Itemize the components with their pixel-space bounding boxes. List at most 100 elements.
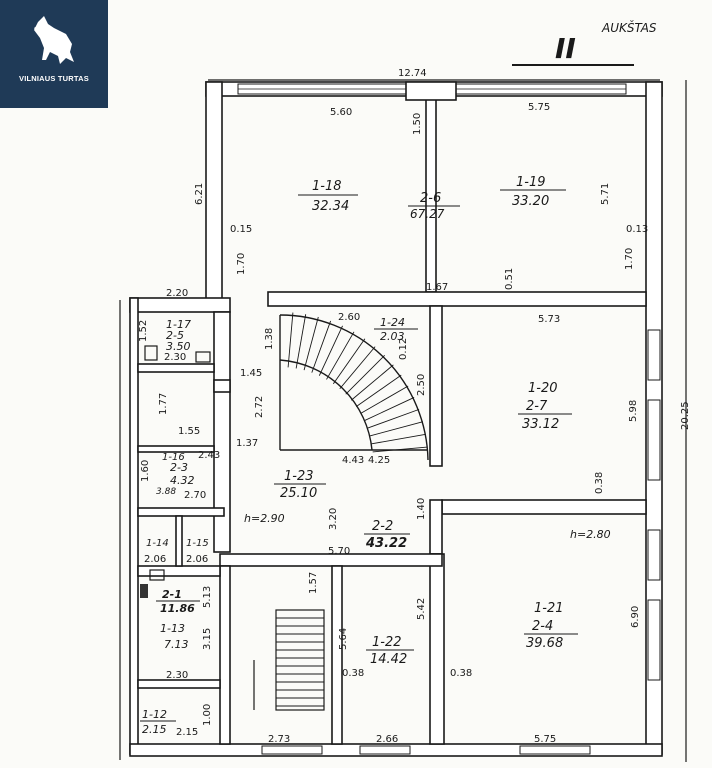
svg-text:67.27: 67.27 bbox=[410, 207, 445, 221]
dim-1-20-width: 5.73 bbox=[538, 314, 560, 325]
floor-marker: II bbox=[555, 32, 576, 65]
svg-text:3.50: 3.50 bbox=[166, 340, 191, 353]
dim-1-21-width: 5.75 bbox=[534, 734, 556, 745]
dim-corr-1: 1.45 bbox=[240, 368, 262, 379]
svg-text:1-24: 1-24 bbox=[380, 316, 405, 329]
svg-text:11.86: 11.86 bbox=[160, 602, 195, 615]
dim-closet-w: 1.55 bbox=[178, 426, 200, 437]
dim-stair-right: 2.50 bbox=[416, 374, 427, 396]
svg-text:33.20: 33.20 bbox=[512, 194, 549, 209]
stair-tread bbox=[326, 331, 355, 380]
svg-text:2-6: 2-6 bbox=[420, 191, 441, 206]
dim-kitchen-h2: 3.15 bbox=[202, 628, 213, 650]
svg-text:1-17: 1-17 bbox=[166, 318, 191, 331]
stair-tread bbox=[339, 346, 376, 390]
dim-1-18-upper: 1.50 bbox=[412, 113, 423, 135]
dim-stair-left-width: 2.20 bbox=[166, 288, 188, 299]
room-1-16: 1-16 2-3 4.32 3.88 bbox=[156, 452, 195, 497]
dim-hall-mid: 3.20 bbox=[328, 508, 339, 530]
dim-1-16-h: 1.60 bbox=[140, 460, 151, 482]
svg-text:39.68: 39.68 bbox=[526, 636, 563, 651]
dim-right-height: 20.25 bbox=[680, 401, 691, 430]
room-2-1: 2-1 11.86 bbox=[156, 588, 200, 615]
svg-text:1-21: 1-21 bbox=[534, 601, 564, 616]
dim-mid-door-2: 0.51 bbox=[504, 268, 515, 290]
dim-1-22-w: 2.66 bbox=[376, 734, 398, 745]
svg-text:1-18: 1-18 bbox=[312, 179, 342, 194]
dim-closet-h: 1.77 bbox=[158, 393, 169, 415]
dim-1-20-corner: 0.38 bbox=[594, 472, 605, 494]
dim-stair-width: 2.60 bbox=[338, 312, 360, 323]
dim-hall-right: 1.40 bbox=[416, 498, 427, 520]
meter-icon bbox=[140, 584, 148, 598]
stair-tread bbox=[311, 320, 332, 373]
svg-text:2.03: 2.03 bbox=[380, 330, 405, 343]
svg-text:3.88: 3.88 bbox=[156, 487, 176, 497]
svg-text:2-5: 2-5 bbox=[166, 329, 184, 342]
dim-1-22-left: 0.38 bbox=[342, 668, 364, 679]
svg-text:7.13: 7.13 bbox=[164, 638, 189, 651]
dim-wc-1-15: 2.06 bbox=[186, 554, 208, 565]
dim-kitchen-w: 2.30 bbox=[166, 670, 188, 681]
svg-text:32.34: 32.34 bbox=[312, 199, 349, 214]
svg-text:1-20: 1-20 bbox=[528, 381, 558, 396]
room-1-21: 1-21 2-4 39.68 bbox=[524, 601, 578, 651]
dim-1-18-left: 0.15 bbox=[230, 224, 252, 235]
stair-tread bbox=[367, 408, 420, 429]
sink-icon bbox=[195, 351, 211, 363]
dim-corr-height: 1.38 bbox=[264, 328, 275, 350]
svg-text:2-4: 2-4 bbox=[532, 619, 553, 634]
dim-1-21-height: 6.90 bbox=[630, 606, 641, 628]
stair-tread bbox=[364, 397, 415, 422]
svg-text:1-23: 1-23 bbox=[284, 469, 314, 484]
stair-tread bbox=[372, 446, 428, 453]
room-1-24: 1-24 2.03 bbox=[374, 316, 418, 343]
svg-text:1-12: 1-12 bbox=[142, 708, 167, 721]
dim-1-19-width: 5.75 bbox=[528, 102, 550, 113]
room-1-23: 1-23 25.10 bbox=[274, 469, 326, 501]
stair-tread bbox=[345, 355, 385, 395]
svg-text:1-15: 1-15 bbox=[186, 538, 209, 549]
svg-text:25.10: 25.10 bbox=[280, 486, 317, 501]
dim-stair2-w: 2.73 bbox=[268, 734, 290, 745]
stair-tread bbox=[332, 338, 366, 385]
dim-1-22-h2: 5.42 bbox=[416, 598, 427, 620]
dim-1-18-width: 5.60 bbox=[330, 107, 352, 118]
dim-1-19-height: 5.71 bbox=[600, 183, 611, 205]
room-1-13: 1-13 7.13 bbox=[160, 622, 189, 651]
dim-stair-bottom: 4.43 bbox=[342, 455, 364, 466]
room-1-12: 1-12 2.15 bbox=[140, 708, 176, 736]
stair-tread bbox=[360, 385, 409, 414]
floor-text: AUKŠTAS bbox=[601, 20, 657, 35]
dim-1-21-left: 0.38 bbox=[450, 668, 472, 679]
room-2-6: 2-6 67.27 bbox=[408, 191, 460, 221]
room-1-21-height-label: h=2.80 bbox=[570, 528, 611, 541]
svg-text:1-22: 1-22 bbox=[372, 635, 402, 650]
room-1-20: 1-20 2-7 33.12 bbox=[518, 381, 572, 432]
stair-tread bbox=[369, 421, 424, 437]
dim-1-16-w2: 2.70 bbox=[184, 490, 206, 501]
dim-wc-width: 2.30 bbox=[164, 352, 186, 363]
svg-text:2-1: 2-1 bbox=[162, 588, 182, 601]
hall-height: h=2.90 bbox=[244, 512, 285, 525]
dim-mid-door: 1.67 bbox=[426, 282, 448, 293]
svg-text:43.22: 43.22 bbox=[365, 536, 407, 551]
company-logo: VILNIAUS TURTAS bbox=[0, 0, 108, 108]
dim-1-12-w: 2.15 bbox=[176, 727, 198, 738]
room-1-15: 1-15 bbox=[186, 538, 209, 549]
left-wall bbox=[129, 297, 139, 755]
interior-walls bbox=[137, 81, 647, 745]
svg-text:2-7: 2-7 bbox=[526, 399, 548, 414]
stair-tread bbox=[350, 364, 394, 401]
left-step-wall bbox=[129, 297, 231, 313]
dim-hall-bottom: 5.70 bbox=[328, 546, 350, 557]
svg-text:2-3: 2-3 bbox=[170, 461, 188, 474]
svg-text:14.42: 14.42 bbox=[370, 652, 407, 667]
room-1-14: 1-14 bbox=[146, 538, 169, 549]
svg-text:1-14: 1-14 bbox=[146, 538, 169, 549]
lion-icon bbox=[34, 16, 74, 64]
dim-1-19-right: 0.13 bbox=[626, 224, 648, 235]
left-upper-wall bbox=[205, 81, 223, 303]
stair-tread bbox=[318, 325, 343, 376]
